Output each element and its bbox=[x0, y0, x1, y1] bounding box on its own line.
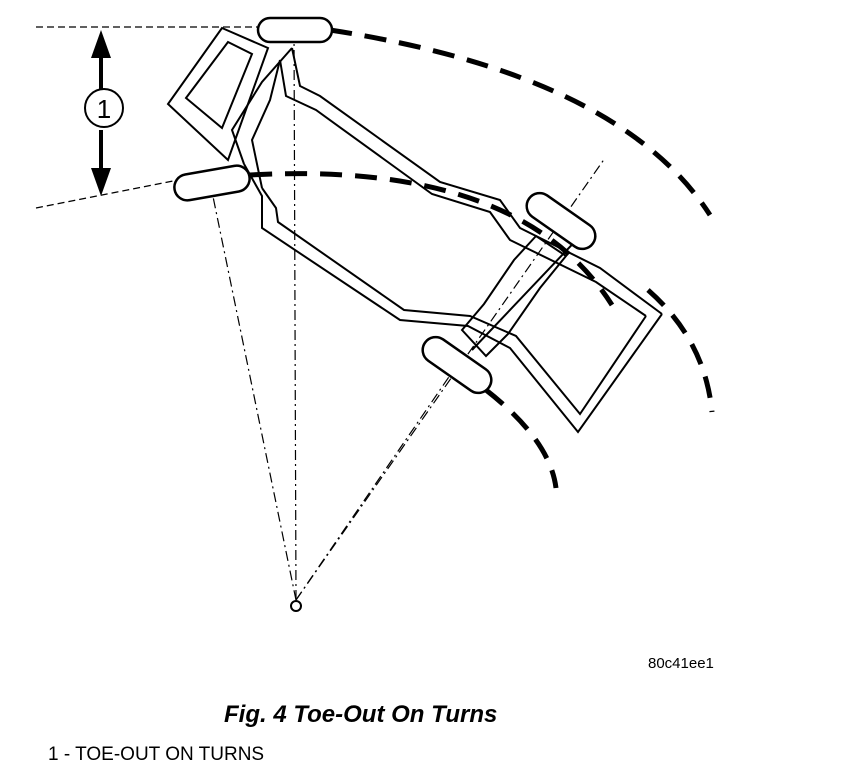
turning-radius-lines bbox=[209, 29, 606, 601]
figure-code: 80c41ee1 bbox=[648, 655, 714, 672]
outer-turning-arc bbox=[329, 27, 713, 217]
outer-turning-arc-lower bbox=[646, 288, 715, 413]
inner-turning-arc bbox=[249, 171, 615, 307]
figure-title: Fig. 4 Toe-Out On Turns bbox=[224, 701, 498, 728]
right-frame-rail bbox=[291, 47, 663, 315]
rear-axle-housing bbox=[460, 234, 568, 358]
front-linkage-inner bbox=[250, 59, 281, 189]
left-rear-tire bbox=[421, 335, 493, 395]
right-rear-tire bbox=[525, 191, 597, 251]
left-frame-rail bbox=[243, 163, 663, 434]
tires bbox=[173, 16, 597, 395]
front-cross-member-inner bbox=[184, 40, 254, 130]
legend: 1 - TOE-OUT ON TURNS bbox=[48, 744, 264, 766]
right-front-tire bbox=[256, 16, 334, 44]
legend-item-separator: - bbox=[63, 744, 71, 765]
front-linkage bbox=[230, 47, 293, 165]
inner-turning-arc-lower bbox=[484, 388, 559, 489]
front-cross-member bbox=[166, 26, 270, 162]
callout-circle bbox=[84, 88, 124, 128]
legend-item-number: 1 bbox=[48, 744, 59, 765]
legend-item-text: TOE-OUT ON TURNS bbox=[75, 744, 265, 765]
radius-line-inner-front bbox=[209, 181, 297, 601]
radius-line-outer-front bbox=[293, 29, 297, 601]
vehicle-frame bbox=[166, 26, 663, 434]
left-frame-rail-inner bbox=[261, 187, 647, 416]
dimension-arrow-up bbox=[91, 30, 111, 58]
right-frame-rail-inner bbox=[279, 59, 647, 317]
left-front-tire bbox=[173, 164, 251, 202]
bottom-reference-line bbox=[35, 179, 179, 209]
rear-axle-tube bbox=[471, 231, 585, 351]
turning-center-point bbox=[290, 600, 302, 612]
callout-number: 1 bbox=[97, 94, 111, 124]
radius-line-left-rear bbox=[295, 367, 456, 601]
dimension-arrow-down bbox=[91, 168, 111, 196]
toe-out-dimension: 1 bbox=[84, 30, 124, 196]
